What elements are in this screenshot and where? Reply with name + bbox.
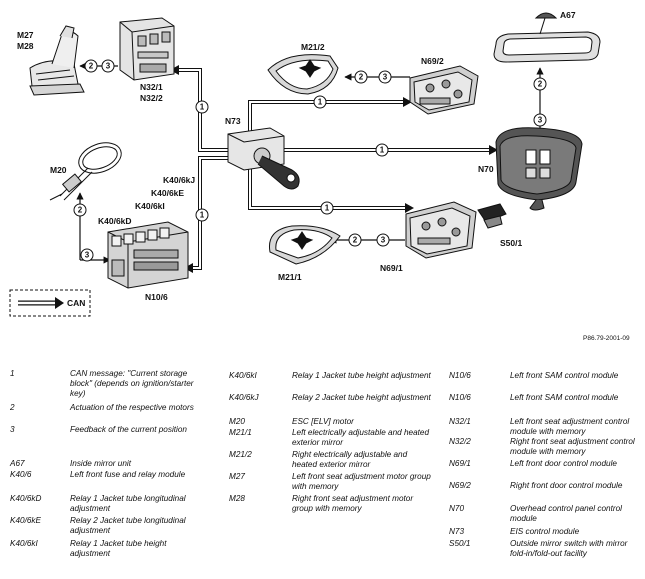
label-k40-6ki: K40/6kI — [135, 201, 165, 211]
label-n32-2: N32/2 — [140, 93, 163, 103]
label-n70: N70 — [478, 164, 494, 174]
svg-text:1: 1 — [200, 211, 205, 220]
number-labels: 2 3 1 1 1 1 1 2 3 2 3 2 3 2 3 — [78, 62, 543, 260]
svg-text:2: 2 — [359, 73, 364, 82]
left-mirror-icon — [268, 225, 341, 265]
label-m21-2: M21/2 — [301, 42, 325, 52]
svg-text:3: 3 — [85, 251, 90, 260]
svg-text:1: 1 — [200, 103, 205, 112]
eis-module-icon — [227, 127, 300, 190]
can-legend-box: CAN — [9, 289, 91, 317]
fuse-relay-module-icon — [107, 221, 189, 289]
seat-icon — [29, 25, 85, 96]
inside-mirror-icon — [493, 12, 601, 63]
label-n73: N73 — [225, 116, 241, 126]
left-door-module-icon — [405, 201, 477, 259]
component-labels: M27 M28 N32/1 N32/2 M21/2 N69/2 A67 N73 … — [17, 10, 630, 342]
label-k40-6kd: K40/6kD — [98, 216, 132, 226]
number-circles — [73, 59, 547, 262]
label-n69-1: N69/1 — [380, 263, 403, 273]
svg-text:1: 1 — [318, 98, 323, 107]
wiring-diagram: 2 3 1 1 1 1 1 2 3 2 3 2 3 2 3 — [9, 10, 630, 342]
label-s50-1: S50/1 — [500, 238, 522, 248]
reference-number: P86.79-2001-09 — [583, 335, 630, 342]
overhead-panel-icon — [495, 127, 583, 211]
label-n10-6: N10/6 — [145, 292, 168, 302]
svg-text:2: 2 — [353, 236, 358, 245]
label-m27: M27 — [17, 30, 34, 40]
right-mirror-icon — [267, 54, 339, 95]
label-n32-1: N32/1 — [140, 82, 163, 92]
steering-column-icon — [49, 142, 122, 201]
svg-text:3: 3 — [383, 73, 388, 82]
right-door-module-icon — [409, 65, 479, 115]
svg-text:3: 3 — [381, 236, 386, 245]
can-label: CAN — [67, 298, 85, 308]
svg-text:2: 2 — [538, 80, 543, 89]
svg-text:3: 3 — [538, 116, 543, 125]
svg-text:2: 2 — [78, 206, 83, 215]
label-a67: A67 — [560, 10, 576, 20]
label-n69-2: N69/2 — [421, 56, 444, 66]
label-m21-1: M21/1 — [278, 272, 302, 282]
svg-text:1: 1 — [325, 204, 330, 213]
svg-text:1: 1 — [380, 146, 385, 155]
label-k40-6ke: K40/6kE — [151, 188, 184, 198]
label-m20: M20 — [50, 165, 67, 175]
svg-text:2: 2 — [89, 62, 94, 71]
label-k40-6kj: K40/6kJ — [163, 175, 195, 185]
mirror-switch-icon — [477, 203, 507, 229]
seat-module-icon — [119, 17, 175, 81]
label-m28: M28 — [17, 41, 34, 51]
svg-text:3: 3 — [106, 62, 111, 71]
